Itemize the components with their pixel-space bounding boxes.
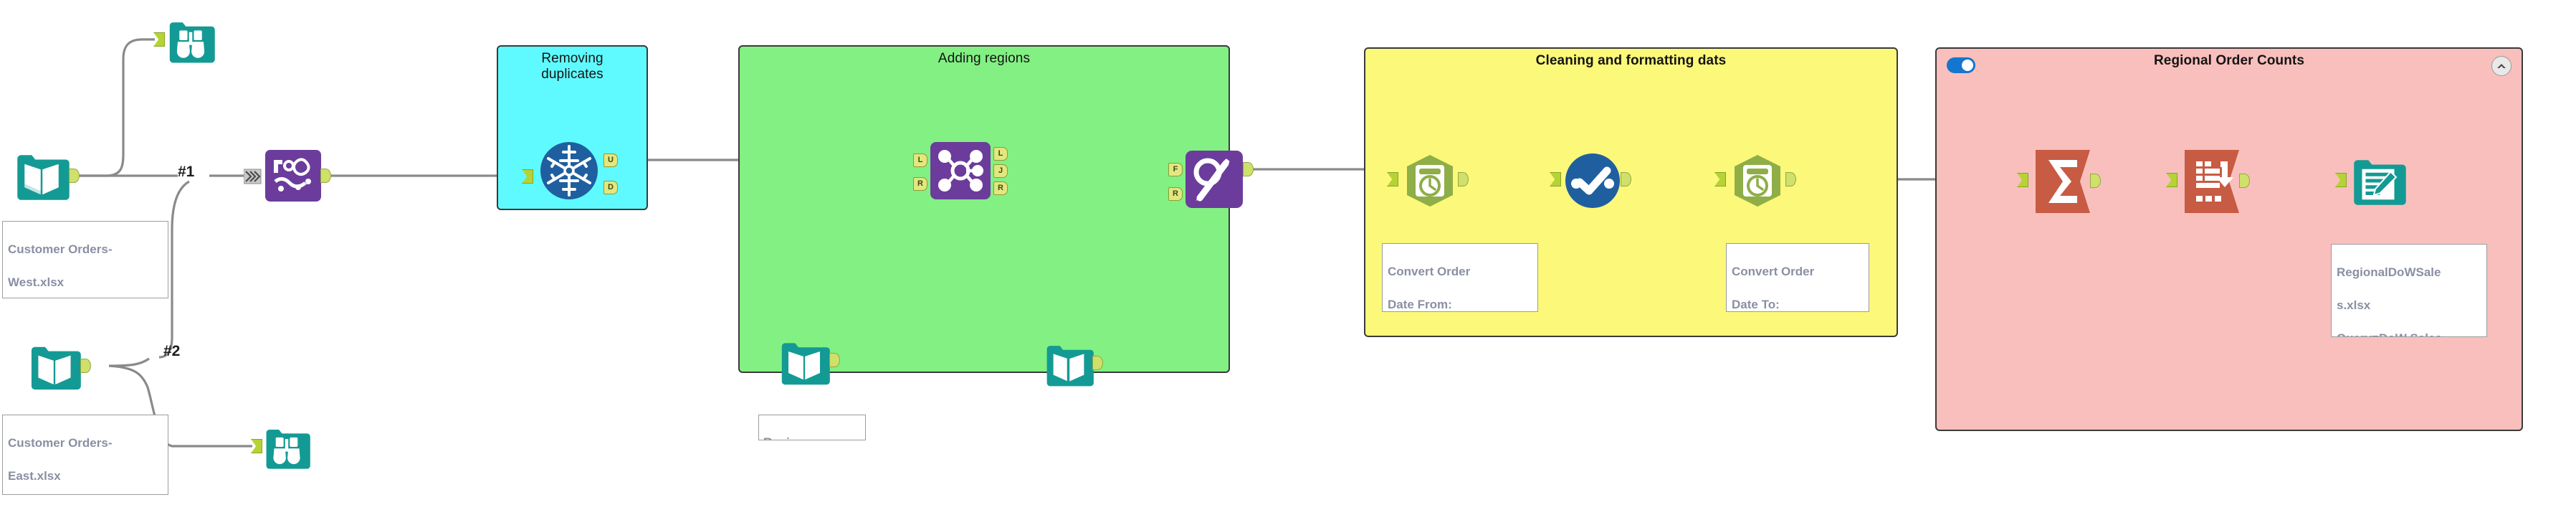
anchor-in-browse-east[interactable] — [251, 439, 262, 453]
note-line: Date To: — [1732, 297, 1780, 311]
summarize-sigma-icon — [2036, 150, 2090, 213]
tool-crosstab[interactable] — [2183, 148, 2249, 214]
output-data-write-icon — [2354, 160, 2406, 205]
note-line: Regions.csv — [763, 435, 861, 440]
note-line: s.xlsx — [2337, 298, 2371, 312]
tool-datetime-from[interactable] — [1401, 152, 1459, 209]
anchor-in-find-replace-replace[interactable]: R — [1168, 187, 1183, 201]
tool-input-data-regions[interactable] — [778, 336, 831, 389]
tool-find-replace[interactable] — [1186, 151, 1243, 208]
connection-label-2: #2 — [163, 343, 181, 359]
anchor-in-join-left[interactable]: L — [913, 153, 927, 167]
note-line: West.xlsx — [8, 275, 65, 289]
note-line: Convert Order — [1732, 264, 1815, 278]
chevron-up-icon — [2497, 64, 2506, 68]
anchor-out-input-data-west[interactable] — [69, 169, 80, 183]
tool-input-data-east[interactable] — [27, 339, 82, 394]
tool-input-data-lookup[interactable] — [1043, 339, 1094, 390]
note-line: East.xlsx — [8, 468, 61, 483]
anchor-in-union[interactable] — [243, 168, 262, 189]
container-enable-toggle[interactable] — [1947, 57, 1975, 73]
anchor-in-find-replace-find[interactable]: F — [1168, 163, 1183, 176]
find-replace-icon — [1186, 151, 1243, 208]
tool-union[interactable] — [265, 150, 324, 202]
note-line: Date From: — [1388, 297, 1452, 311]
anchor-out-input-data-regions[interactable] — [829, 353, 840, 367]
anchor-in-join-right[interactable]: R — [913, 177, 927, 191]
container-collapse-button[interactable] — [2491, 56, 2511, 76]
anchor-out-input-data-lookup[interactable] — [1092, 356, 1103, 370]
annotation-input-east: Customer Orders- East.xlsx Query=`Sheet1… — [2, 415, 168, 495]
tool-summarize[interactable] — [2034, 148, 2100, 214]
anchor-out-input-data-east[interactable] — [80, 359, 91, 373]
crosstab-icon — [2185, 150, 2239, 213]
container-title-adding-regions: Adding regions — [938, 51, 1031, 66]
multi-input-arrow-icon — [243, 169, 262, 184]
unique-snowflake-icon — [540, 142, 598, 199]
container-title-regional-order-counts: Regional Order Counts — [2153, 53, 2305, 68]
anchor-out-join-join[interactable]: J — [993, 164, 1008, 178]
tool-browse-east[interactable] — [262, 422, 312, 472]
container-title-removing-duplicates: Removing duplicates — [541, 51, 604, 82]
tool-container-adding-regions[interactable]: Adding regions — [738, 45, 1230, 373]
anchor-out-crosstab[interactable] — [2239, 174, 2250, 188]
anchor-out-find-replace[interactable] — [1243, 162, 1254, 176]
tool-input-data-west[interactable] — [13, 147, 70, 204]
note-line: Customer Orders- — [8, 435, 113, 450]
tool-browse-west[interactable] — [165, 14, 216, 66]
datetime-clock-icon — [1407, 155, 1453, 207]
datetime-clock-icon — [1735, 155, 1780, 207]
anchor-out-data-cleansing[interactable] — [1621, 172, 1631, 186]
tool-output-data[interactable] — [2350, 152, 2407, 209]
annotation-regions-csv: Regions.csv — [758, 415, 866, 440]
tool-datetime-to[interactable] — [1729, 152, 1786, 209]
note-line: RegionalDoWSale — [2337, 265, 2441, 279]
data-cleansing-check-icon — [1565, 153, 1620, 208]
anchor-out-summarize[interactable] — [2090, 174, 2101, 188]
anchor-out-unique-duplicate[interactable]: D — [604, 181, 618, 194]
annotation-input-west: Customer Orders- West.xlsx Query=`Sheet1… — [2, 221, 168, 298]
anchor-out-datetime-from[interactable] — [1458, 172, 1469, 186]
anchor-in-browse-west[interactable] — [153, 32, 165, 47]
tool-data-cleansing[interactable] — [1564, 152, 1621, 209]
input-data-book-icon — [1046, 346, 1094, 387]
note-line: Convert Order — [1388, 264, 1471, 278]
anchor-out-unique-unique[interactable]: U — [604, 153, 618, 167]
input-data-book-icon — [781, 343, 830, 385]
input-data-book-icon — [17, 155, 70, 200]
anchor-out-datetime-to[interactable] — [1785, 172, 1796, 186]
anchor-out-union[interactable] — [320, 169, 331, 183]
note-line: Customer Orders- — [8, 242, 113, 256]
union-tool-icon — [265, 150, 321, 202]
browse-binoculars-icon — [266, 429, 310, 469]
tool-container-regional-order-counts[interactable]: Regional Order Counts — [1935, 47, 2523, 431]
join-tool-icon — [930, 142, 991, 199]
anchor-out-join-right[interactable]: R — [993, 181, 1008, 195]
annotation-date-to: Convert Order Date To: Custom — [1726, 243, 1869, 312]
tool-unique[interactable] — [539, 141, 599, 201]
annotation-date-from: Convert Order Date From: Month dd, yyyy — [1382, 243, 1538, 312]
input-data-book-icon — [31, 346, 81, 390]
connection-label-1: #1 — [178, 164, 195, 180]
container-title-cleaning-formatting: Cleaning and formatting dats — [1535, 53, 1727, 68]
anchor-out-join-left[interactable]: L — [993, 147, 1008, 161]
browse-binoculars-icon — [169, 22, 215, 63]
tool-join[interactable] — [930, 142, 991, 199]
